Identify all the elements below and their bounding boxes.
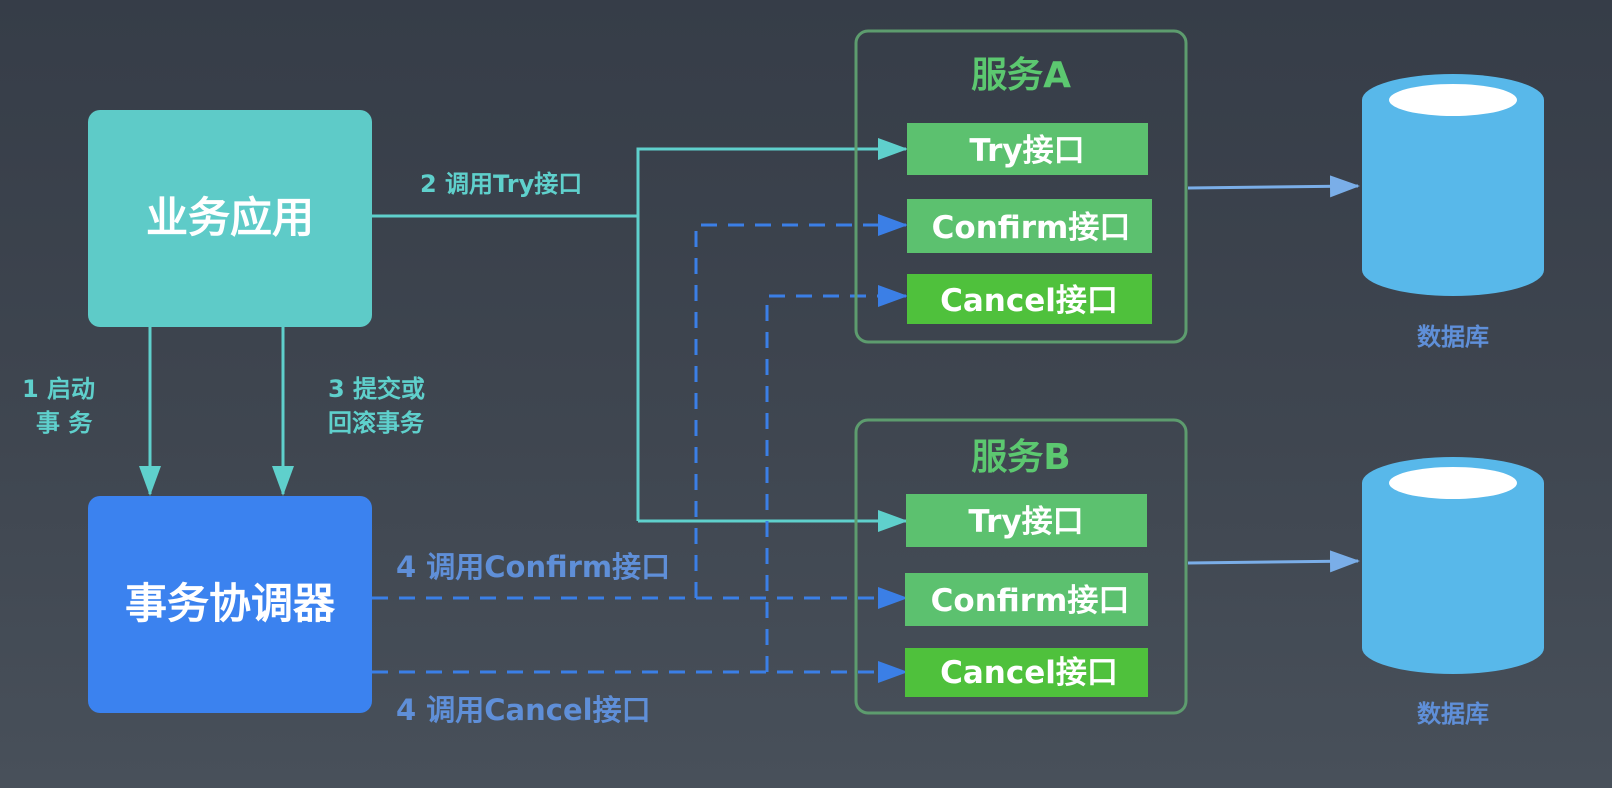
service-b-confirm: Confirm接口 (931, 583, 1130, 619)
business-app-label: 业务应用 (146, 193, 314, 242)
coordinator-node: 事务协调器 (88, 496, 372, 713)
service-b: 服务B Try接口 Confirm接口 Cancel接口 (854, 418, 1188, 715)
label-start-tx-2: 事 务 (36, 409, 93, 437)
confirm-connector (372, 214, 908, 609)
service-b-try: Try接口 (968, 504, 1083, 540)
label-call-cancel: 4 调用Cancel接口 (396, 693, 651, 727)
service-a-cancel: Cancel接口 (940, 283, 1118, 319)
arrow-service-b-db (1187, 550, 1360, 573)
label-call-try: 2 调用Try接口 (420, 170, 582, 198)
database-a-icon (1362, 74, 1544, 296)
service-a-try: Try接口 (969, 133, 1084, 169)
service-b-title: 服务B (971, 437, 1070, 478)
label-commit-1: 3 提交或 (328, 375, 425, 403)
database-b-icon (1362, 457, 1544, 674)
business-app-node: 业务应用 (88, 110, 372, 327)
service-a: 服务A Try接口 Confirm接口 Cancel接口 (854, 29, 1188, 344)
database-a-label: 数据库 (1417, 323, 1489, 351)
database-b-label: 数据库 (1417, 700, 1489, 728)
service-a-confirm: Confirm接口 (932, 210, 1131, 246)
coordinator-label: 事务协调器 (125, 579, 336, 628)
label-commit-2: 回滚事务 (328, 409, 425, 437)
cancel-connector (372, 285, 908, 683)
arrow-service-a-db (1187, 175, 1360, 198)
try-connector (372, 138, 908, 532)
label-call-confirm: 4 调用Confirm接口 (396, 550, 670, 584)
service-b-cancel: Cancel接口 (940, 655, 1118, 691)
label-start-tx-1: 1 启动 (22, 375, 95, 403)
service-a-title: 服务A (971, 55, 1071, 96)
